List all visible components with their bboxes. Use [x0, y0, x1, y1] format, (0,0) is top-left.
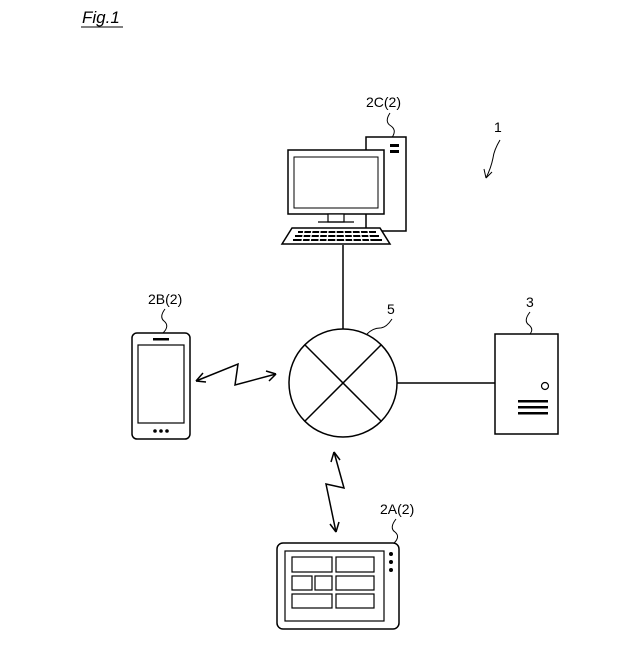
label-smartphone: 2B(2) — [148, 291, 182, 307]
server-vent-1 — [518, 400, 548, 403]
tablet-leader-line — [392, 519, 397, 544]
tablet-button-3 — [389, 568, 393, 572]
system-leader-line — [486, 140, 500, 178]
desktop-monitor-stand — [328, 214, 344, 222]
tablet-tile-6 — [292, 594, 332, 608]
smartphone-speaker — [153, 338, 169, 341]
server-leader-line — [526, 312, 532, 336]
server-power-indicator — [542, 383, 549, 390]
label-desktop: 2C(2) — [366, 94, 401, 110]
label-tablet: 2A(2) — [380, 501, 414, 517]
keyboard-key-row-2 — [295, 235, 379, 237]
smartphone-button-3 — [165, 429, 169, 433]
tablet-tile-2 — [336, 557, 374, 572]
desktop-leader-line — [387, 113, 394, 140]
server: 3 — [495, 294, 558, 434]
tower-drive-slot-1 — [390, 144, 399, 147]
tablet-button-1 — [389, 552, 393, 556]
tablet-button-2 — [389, 560, 393, 564]
keyboard-key-row-3 — [293, 239, 382, 241]
tower-drive-slot-2 — [390, 150, 399, 153]
smartphone-button-1 — [153, 429, 157, 433]
tablet-tile-7 — [336, 594, 374, 608]
tablet-tile-5 — [336, 576, 374, 590]
smartphone-screen — [138, 345, 184, 423]
keyboard-key-row-1 — [298, 231, 376, 233]
smartphone-leader-line — [162, 309, 167, 333]
desktop-monitor-screen — [294, 157, 378, 208]
server-vent-2 — [518, 406, 548, 409]
smartphone-wireless-link — [196, 364, 276, 385]
tablet-tile-3 — [292, 576, 312, 590]
network-leader-line — [367, 319, 392, 334]
tablet-wireless-link — [326, 452, 344, 532]
desktop-computer: 2C(2) — [282, 94, 406, 244]
tablet-tile-4 — [315, 576, 332, 590]
smartphone-button-2 — [159, 429, 163, 433]
tablet-wireless-zigzag — [326, 452, 344, 532]
tablet-tile-1 — [292, 557, 332, 572]
label-server: 3 — [526, 294, 534, 310]
label-system: 1 — [494, 119, 502, 135]
server-vent-3 — [518, 412, 548, 415]
smartphone-wireless-zigzag — [196, 364, 276, 385]
label-network: 5 — [387, 301, 395, 317]
figure-title: Fig.1 — [82, 8, 120, 27]
tablet: 2A(2) — [277, 501, 414, 629]
smartphone: 2B(2) — [132, 291, 190, 439]
